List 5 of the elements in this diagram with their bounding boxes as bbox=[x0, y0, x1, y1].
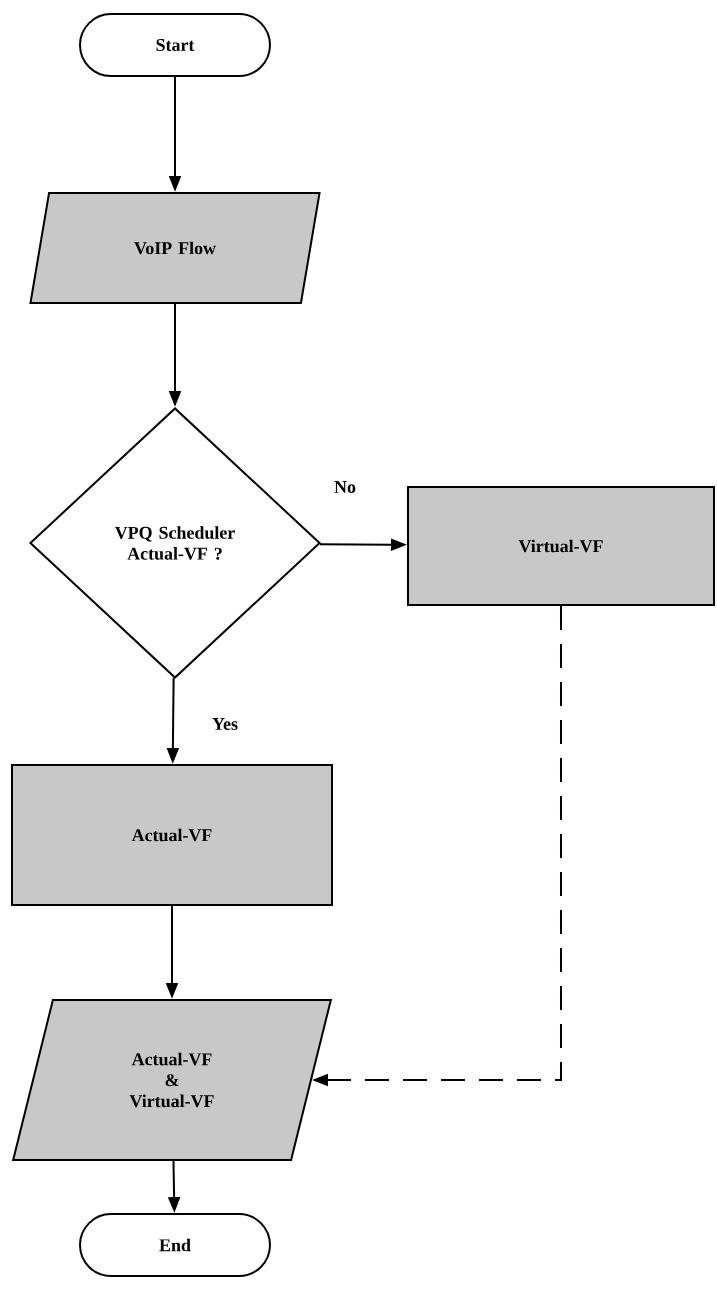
edge-label: No bbox=[332, 479, 358, 495]
data-parallelogram: VoIP Flow bbox=[29, 192, 321, 304]
edge-label: Yes bbox=[210, 716, 240, 732]
process-box: Actual-VF bbox=[11, 764, 333, 906]
process-box: Virtual-VF bbox=[407, 486, 715, 606]
